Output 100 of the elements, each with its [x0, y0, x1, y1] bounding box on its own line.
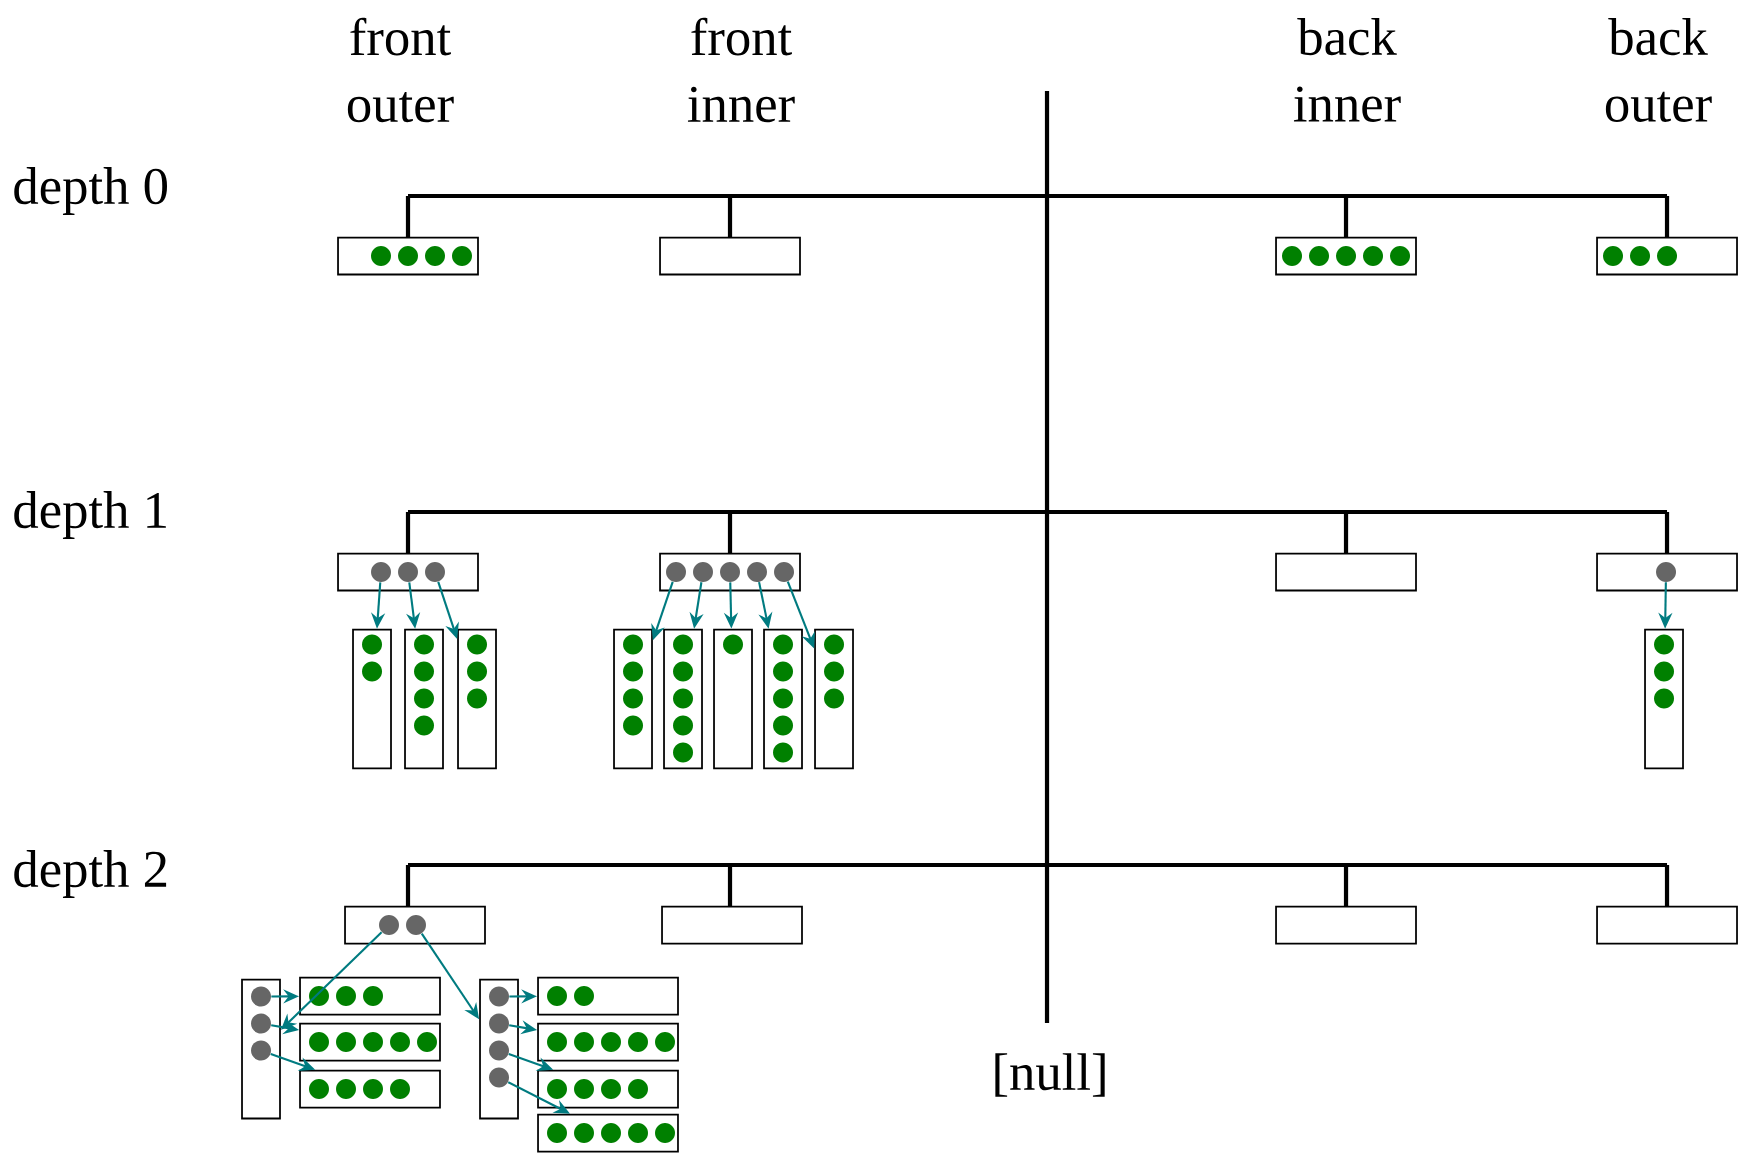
element-dot [425, 246, 445, 266]
element-dot [693, 562, 713, 582]
element-dot [774, 562, 794, 582]
element-dot [773, 688, 793, 709]
element-dot [371, 562, 391, 582]
element-dot [406, 915, 426, 935]
row-label: depth 0 [14, 167, 167, 215]
element-dot [489, 1013, 509, 1034]
element-dot [773, 715, 793, 736]
element-dot [1390, 246, 1410, 266]
element-dot [425, 562, 445, 582]
element-dot [673, 634, 693, 655]
element-dot [414, 715, 434, 736]
element-dot [574, 986, 594, 1006]
element-dot [673, 715, 693, 736]
column-label: front outer [347, 17, 454, 123]
array-box [713, 628, 753, 770]
element-dot [574, 1123, 594, 1143]
element-dot [379, 915, 399, 935]
element-dot [362, 634, 382, 655]
element-dot [489, 986, 509, 1007]
element-dot [1309, 246, 1329, 266]
element-dot [1603, 246, 1623, 266]
element-dot [251, 986, 271, 1007]
element-dot [467, 688, 487, 709]
element-dot [414, 634, 434, 655]
element-dot [1654, 634, 1674, 655]
element-dot [673, 742, 693, 763]
element-dot [723, 634, 743, 655]
element-dot [601, 1032, 621, 1052]
element-dot [547, 1032, 567, 1052]
element-dot [1654, 688, 1674, 709]
null-label: [null] [995, 1053, 1105, 1097]
element-dot [1282, 246, 1302, 266]
element-dot [628, 1079, 648, 1099]
element-dot [601, 1123, 621, 1143]
element-dot [309, 1032, 329, 1052]
element-dot [398, 562, 418, 582]
element-dot [452, 246, 472, 266]
element-dot [363, 986, 383, 1006]
element-dot [601, 1079, 621, 1099]
row-label: depth 2 [14, 850, 167, 898]
element-dot [747, 562, 767, 582]
element-dot [489, 1040, 509, 1061]
element-dot [623, 634, 643, 655]
element-dot [720, 562, 740, 582]
element-dot [824, 661, 844, 682]
element-dot [773, 742, 793, 763]
element-dot [414, 688, 434, 709]
element-dot [547, 1123, 567, 1143]
element-dot [489, 1067, 509, 1088]
element-dot [309, 1079, 329, 1099]
element-dot [371, 246, 391, 266]
column-label: front inner [687, 17, 795, 123]
array-box [1596, 552, 1738, 592]
element-dot [666, 562, 686, 582]
element-dot [1336, 246, 1356, 266]
element-dot [623, 688, 643, 709]
element-dot [824, 634, 844, 655]
element-dot [398, 246, 418, 266]
element-dot [623, 661, 643, 682]
element-dot [363, 1032, 383, 1052]
element-dot [390, 1079, 410, 1099]
column-label: back outer [1605, 18, 1712, 122]
element-dot [547, 986, 567, 1006]
element-dot [363, 1079, 383, 1099]
element-dot [673, 688, 693, 709]
element-dot [1654, 661, 1674, 682]
element-dot [414, 661, 434, 682]
element-dot [336, 986, 356, 1006]
element-dot [251, 1013, 271, 1034]
array-box [659, 236, 801, 276]
element-dot [547, 1079, 567, 1099]
element-dot [251, 1040, 271, 1061]
element-dot [1363, 246, 1383, 266]
element-dot [467, 634, 487, 655]
element-dot [1657, 246, 1677, 266]
array-box [1596, 905, 1738, 945]
element-dot [655, 1123, 675, 1143]
element-dot [390, 1032, 410, 1052]
element-dot [574, 1079, 594, 1099]
element-dot [824, 688, 844, 709]
element-dot [417, 1032, 437, 1052]
element-dot [574, 1032, 594, 1052]
element-dot [467, 661, 487, 682]
column-label: back inner [1293, 18, 1401, 122]
element-dot [1630, 246, 1650, 266]
row-label: depth 1 [14, 491, 166, 539]
element-dot [336, 1079, 356, 1099]
array-box [1275, 905, 1417, 945]
element-dot [773, 634, 793, 655]
element-dot [1656, 562, 1676, 582]
element-dot [628, 1032, 648, 1052]
element-dot [673, 661, 693, 682]
element-dot [773, 661, 793, 682]
element-dot [655, 1032, 675, 1052]
element-dot [362, 661, 382, 682]
element-dot [309, 986, 329, 1006]
element-dot [336, 1032, 356, 1052]
element-dot [628, 1123, 648, 1143]
